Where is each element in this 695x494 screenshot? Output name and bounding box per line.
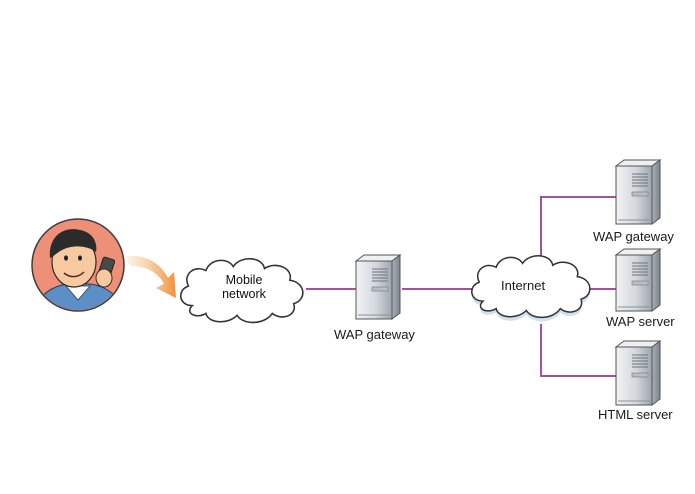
signal-arrow-icon — [126, 255, 176, 298]
wap-gateway-right-label: WAP gateway — [593, 229, 674, 244]
wap-server-label: WAP server — [606, 314, 675, 329]
person-with-phone-icon — [31, 218, 125, 312]
wap-gateway-main-server-icon — [354, 254, 402, 320]
wap-server-server-icon — [614, 248, 662, 312]
connection-lines — [306, 196, 616, 377]
wap-gateway-main-label: WAP gateway — [334, 327, 415, 342]
mobile-network-label: Mobile network — [212, 273, 276, 301]
internet-label: Internet — [501, 278, 546, 293]
html-server-label: HTML server — [598, 407, 673, 422]
wap-gateway-right-server-icon — [614, 159, 662, 225]
link-internet-to-wap-gateway — [540, 196, 616, 256]
mobile-network-label-line2: network — [222, 287, 266, 301]
html-server-server-icon — [614, 340, 662, 406]
mobile-network-label-line1: Mobile — [225, 273, 263, 287]
link-internet-to-html-server — [540, 324, 616, 377]
